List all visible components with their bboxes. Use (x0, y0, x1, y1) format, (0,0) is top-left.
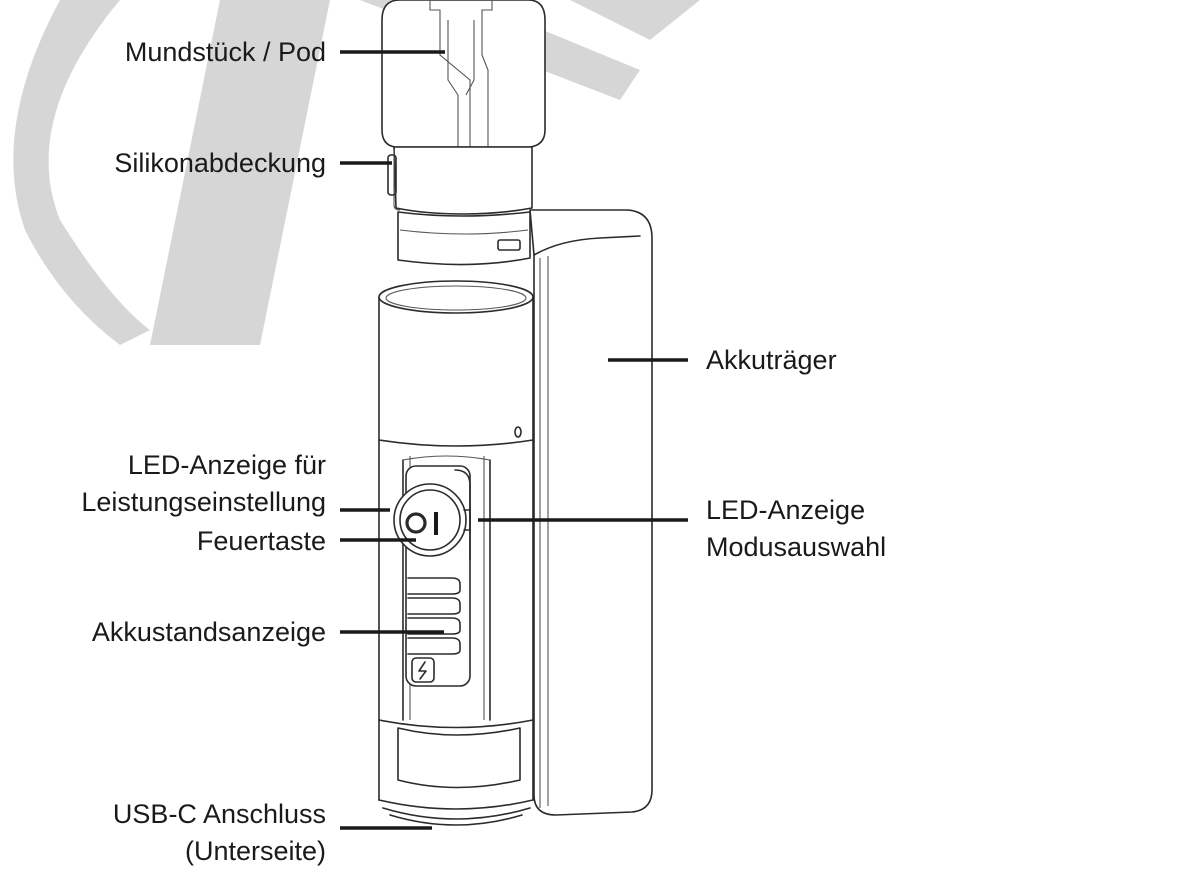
label-akkustandsanzeige: Akkustandsanzeige (91, 617, 326, 647)
label-mundstueck: Mundstück / Pod (124, 37, 326, 67)
label-usb-c: USB-C Anschluss (Unterseite) (113, 796, 326, 870)
label-usb-c-line2: (Unterseite) (184, 836, 326, 866)
leader-lines (340, 50, 688, 830)
label-akkutraeger: Akkuträger (706, 345, 837, 375)
label-led-modus: LED-Anzeige Modusauswahl (706, 492, 886, 566)
pod-shape (381, 0, 546, 266)
label-led-leistung-line1: LED-Anzeige für (127, 450, 326, 480)
label-feuertaste: Feuertaste (196, 526, 326, 556)
label-silikonabdeckung: Silikonabdeckung (114, 148, 326, 178)
label-led-leistung-line2: Leistungseinstellung (81, 487, 326, 517)
control-panel-shape (393, 465, 471, 687)
label-led-modus-line1: LED-Anzeige (706, 495, 866, 525)
label-led-modus-line2: Modusauswahl (706, 532, 887, 562)
label-led-leistung: LED-Anzeige für Leistungseinstellung (81, 447, 326, 521)
battery-carrier-shape (529, 209, 653, 816)
label-usb-c-line1: USB-C Anschluss (112, 799, 326, 829)
